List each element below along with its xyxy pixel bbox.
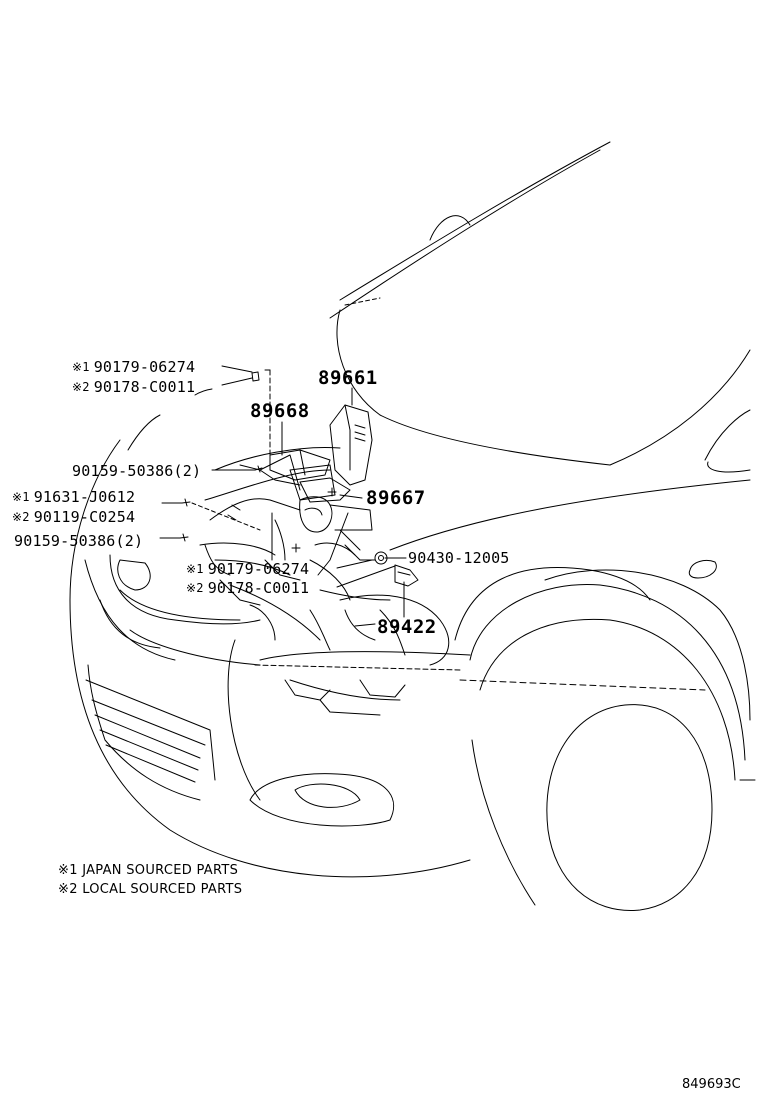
part-number: 90179-06274 xyxy=(93,358,196,376)
part-label-89668: 89668 xyxy=(250,400,310,422)
part-label-90430-12005: 90430-12005 xyxy=(408,549,510,567)
source-marker: ※1 xyxy=(12,490,30,504)
part-number: 89667 xyxy=(366,487,426,509)
part-label-89422: 89422 xyxy=(377,616,437,638)
part-number: 90430-12005 xyxy=(408,549,510,567)
part-number: 90179-06274 xyxy=(207,560,310,578)
washer-hole xyxy=(378,555,384,561)
bumper-edge-top xyxy=(194,388,213,396)
part-number: 90159-50386(2) xyxy=(72,462,202,480)
source-marker: ※2 xyxy=(12,510,30,524)
part-label-90159-50386-a: 90159-50386(2) xyxy=(72,462,201,480)
source-marker: ※1 xyxy=(186,562,204,576)
part-number: 89422 xyxy=(377,616,437,638)
source-marker: ※2 xyxy=(186,581,204,595)
relay-89422 xyxy=(394,564,419,587)
fasteners xyxy=(179,371,337,553)
source-marker: ※1 xyxy=(72,360,90,374)
part-label-89667: 89667 xyxy=(366,487,426,509)
illustration-code: 849693C xyxy=(682,1077,741,1092)
part-number: 90178-C0011 xyxy=(207,579,310,597)
fender-outline xyxy=(454,559,756,911)
part-label-89661: 89661 xyxy=(318,367,378,389)
source-marker: ※2 xyxy=(72,380,90,394)
front-bumper xyxy=(69,439,471,878)
part-number: 90159-50386(2) xyxy=(14,532,144,550)
legend-note-local: ※2 LOCAL SOURCED PARTS xyxy=(58,882,243,897)
part-number: 90119-C0254 xyxy=(33,508,136,526)
ecu-89661 xyxy=(329,404,373,486)
bracket-89668 xyxy=(269,449,331,481)
legend-note-japan: ※1 JAPAN SOURCED PARTS xyxy=(58,863,239,878)
part-number: 89661 xyxy=(318,367,378,389)
bumper-edge xyxy=(127,414,161,451)
part-number: 90178-C0011 xyxy=(93,378,196,396)
bracket-89667 xyxy=(299,477,351,503)
hood-outline xyxy=(329,141,751,551)
part-number: 91631-J0612 xyxy=(33,488,136,506)
part-label-90159-50386-b: 90159-50386(2) xyxy=(14,532,143,550)
engine-assembly xyxy=(199,447,450,716)
leader-lines xyxy=(159,365,407,627)
part-number: 89668 xyxy=(250,400,310,422)
